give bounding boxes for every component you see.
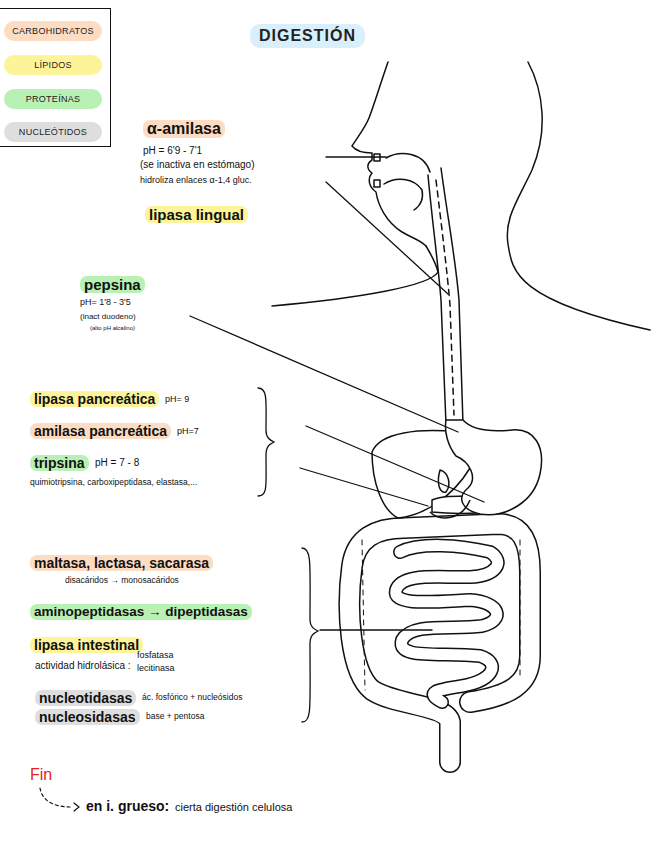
- legend-box: CARBOHIDRATOS LÍPIDOS PROTEÍNAS NUCLEÓTIDOS: [0, 8, 111, 147]
- tooth: [374, 180, 380, 187]
- arrowhead: [74, 803, 79, 811]
- dashed-arrow: [40, 788, 72, 807]
- ph-note: pH=7: [177, 426, 199, 436]
- leader-line: [190, 316, 458, 432]
- stomach: [445, 420, 541, 515]
- esophagus-wall: [428, 175, 446, 424]
- head-back: [507, 62, 650, 330]
- gallbladder: [438, 470, 448, 492]
- small-intestine: [396, 546, 498, 702]
- enzyme-name: amilasa pancreática: [30, 423, 171, 439]
- note: (inact duodeno): [80, 312, 136, 321]
- enzyme-name: lipasa intestinal: [30, 637, 143, 653]
- fin-arrow: [40, 788, 79, 811]
- small-note: (alto pH alcalino): [90, 325, 135, 332]
- duodenum: [430, 500, 470, 518]
- ph-note: pH= 9: [165, 394, 189, 404]
- leader-line: [306, 426, 484, 502]
- ph-note: pH = 6'9 - 7'1: [143, 145, 202, 157]
- legend-entry: CARBOHIDRATOS: [4, 21, 102, 41]
- ph-note: pH= 1'8 - 3'5: [80, 297, 131, 307]
- leader-line: [326, 182, 448, 294]
- brace: [302, 548, 318, 722]
- enzyme-name: maltasa, lactasa, sacarasa: [30, 555, 213, 571]
- enzyme-name: α-amilasa: [143, 120, 225, 138]
- esophagus-center: [436, 180, 454, 415]
- enzyme-name: tripsina: [30, 455, 89, 471]
- oral-cavity: [386, 154, 430, 172]
- face-profile: [352, 62, 426, 246]
- brace: [258, 388, 274, 496]
- note: actividad hidrolásica :: [35, 660, 131, 672]
- note: (se inactiva en estómago): [140, 159, 255, 171]
- diagram-title: DIGESTIÓN: [250, 24, 365, 48]
- ph-note: pH = 7 - 8: [95, 457, 139, 469]
- end-mark: Fin: [30, 766, 52, 784]
- legend-text: CARBOHIDRATOS: [4, 21, 102, 41]
- leader-line: [320, 629, 432, 630]
- note: quimiotripsina, carboxipeptidasa, elasta…: [30, 478, 197, 488]
- note-heading: en i. grueso:: [86, 798, 169, 814]
- leader-line: [300, 468, 428, 506]
- note: disacáridos → monosacáridos: [65, 576, 179, 586]
- note: ác. fosfórico + nucleósidos: [142, 693, 242, 703]
- note: base + pentosa: [146, 712, 204, 722]
- enzyme-name: aminopeptidasas → dipeptidasas: [30, 604, 252, 620]
- enzyme-name: lipasa lingual: [145, 206, 248, 223]
- neck-front: [272, 246, 438, 306]
- legend-entry: NUCLEÓTIDOS: [4, 122, 102, 142]
- legend-entry: LÍPIDOS: [4, 55, 102, 75]
- enzyme-name: nucleosidasas: [35, 709, 140, 725]
- large-intestine: [349, 524, 530, 762]
- note: cierta digestión celulosa: [175, 801, 292, 814]
- legend-text: LÍPIDOS: [4, 55, 102, 75]
- enzyme-name: nucleotidasas: [35, 690, 136, 706]
- leader-lines: [190, 157, 484, 630]
- brackets: [258, 388, 318, 722]
- body-outline: [272, 62, 650, 424]
- legend-text: PROTEÍNAS: [4, 89, 102, 109]
- note: hidroliza enlaces α-1,4 gluc.: [140, 175, 252, 185]
- enzyme-name: lipasa pancreática: [30, 391, 159, 407]
- leader-line: [326, 156, 386, 157]
- legend-entry: PROTEÍNAS: [4, 89, 102, 109]
- note: fosfatasa: [137, 650, 174, 660]
- legend-text: NUCLEÓTIDOS: [4, 122, 102, 142]
- note: lecitinasa: [137, 663, 175, 673]
- enzyme-name: pepsina: [80, 276, 145, 293]
- esophagus-wall: [441, 168, 463, 424]
- tongue: [384, 179, 423, 210]
